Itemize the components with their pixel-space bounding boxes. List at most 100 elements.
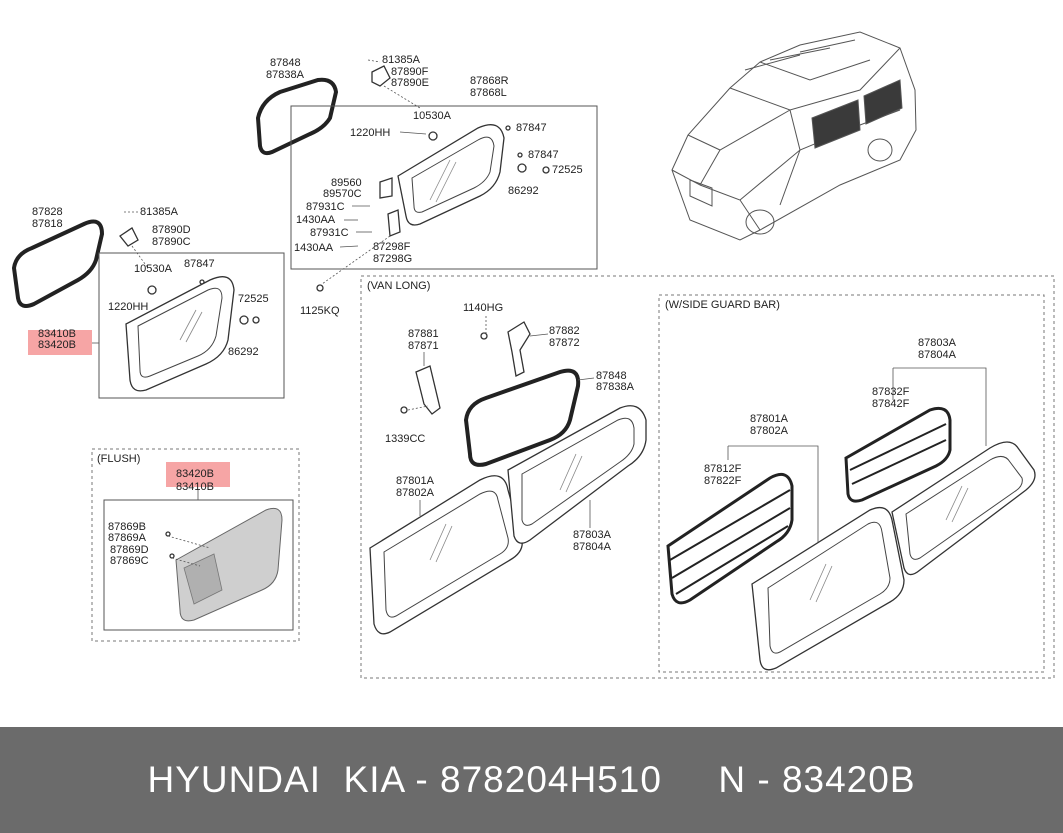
box-left: [98, 252, 285, 399]
cap-72525-top: [542, 166, 550, 174]
label-87869d: 87869D: [110, 544, 149, 556]
label-10530a-top: 10530A: [413, 110, 452, 122]
highlight-83420b-left: [28, 330, 92, 355]
label-87869c: 87869C: [110, 555, 149, 567]
guard-bar-87832f: [844, 406, 952, 503]
label-87931c-b: 87931C: [310, 227, 349, 239]
label-87848-b: 87848: [596, 370, 627, 382]
label-87869a: 87869A: [108, 532, 147, 544]
label-87890d: 87890D: [152, 224, 191, 236]
label-87872: 87872: [549, 337, 580, 349]
box-flush: [91, 448, 300, 642]
label-72525-top: 72525: [552, 164, 583, 176]
label-87848-a: 87848: [270, 57, 301, 69]
nut-86292-left: [239, 315, 249, 325]
label-87298f: 87298F: [373, 241, 411, 253]
seal-87848-top: [255, 77, 339, 156]
label-87881: 87881: [408, 328, 439, 340]
section-flush: (FLUSH): [97, 453, 140, 465]
glass-87803a-guard: [891, 441, 1036, 576]
footer-bar: HYUNDAI KIA - 878204H510 N - 83420B: [0, 727, 1063, 833]
label-87801a-b: 87801A: [750, 413, 789, 425]
footer-part-number: HYUNDAI KIA - 878204H510 N - 83420B: [147, 759, 916, 800]
highlight-83420b-flush: [166, 462, 230, 487]
section-side-guard: (W/SIDE GUARD BAR): [665, 299, 780, 311]
hinge-81385a-left: [119, 211, 149, 269]
label-10530a-left: 10530A: [134, 263, 173, 275]
label-83410b-b: 83410B: [176, 481, 214, 493]
box-flush-inner: [103, 499, 294, 631]
label-87842f: 87842F: [872, 398, 910, 410]
label-87868r: 87868R: [470, 75, 509, 87]
nut-10530a-left: [147, 285, 157, 295]
label-87803a-b: 87803A: [918, 337, 957, 349]
clip-87869d: [169, 553, 175, 559]
seal-87848-van: [463, 368, 581, 467]
label-83420b-b: 83420B: [176, 468, 214, 480]
label-87804a-b: 87804A: [918, 349, 957, 361]
label-87832f: 87832F: [872, 386, 910, 398]
guard-bar-87812f: [666, 472, 794, 605]
label-87890e: 87890E: [391, 77, 429, 89]
bracket-87298f: [387, 209, 401, 237]
label-72525-left: 72525: [238, 293, 269, 305]
label-1339cc: 1339CC: [385, 433, 425, 445]
label-1430aa-a: 1430AA: [296, 214, 336, 226]
clip-87869b: [165, 531, 171, 537]
label-87890c: 87890C: [152, 236, 191, 248]
label-87818: 87818: [32, 218, 63, 230]
label-1220hh-top: 1220HH: [350, 127, 390, 139]
nut-10530a-top: [428, 131, 438, 141]
label-89560: 89560: [331, 177, 362, 189]
van-illustration: [671, 31, 917, 241]
label-81385a-left: 81385A: [140, 206, 179, 218]
label-87871: 87871: [408, 340, 439, 352]
label-87802a-b: 87802A: [750, 425, 789, 437]
box-top-center: [290, 105, 598, 270]
label-87803a-a: 87803A: [573, 529, 612, 541]
hinge-81385a-top: [367, 59, 421, 109]
box-van-long: [360, 275, 1055, 679]
glass-83420b-main: [125, 276, 235, 392]
cap-72525-left: [252, 316, 260, 324]
label-87847-top1: 87847: [516, 122, 547, 134]
screw-1125kq: [316, 284, 324, 292]
label-87804a-a: 87804A: [573, 541, 612, 553]
bracket-87882: [507, 321, 531, 377]
label-83410b-a: 83410B: [38, 328, 76, 340]
label-1140hg: 1140HG: [463, 302, 503, 314]
screw-1140hg: [480, 332, 488, 340]
label-87869b: 87869B: [108, 521, 146, 533]
label-83420b-a: 83420B: [38, 339, 76, 351]
label-81385a-top: 81385A: [382, 54, 421, 66]
bracket-87881: [415, 365, 441, 415]
label-87882: 87882: [549, 325, 580, 337]
label-89570c: 89570C: [323, 188, 362, 200]
label-87847-left: 87847: [184, 258, 215, 270]
glass-87803a-van: [507, 405, 647, 544]
label-87812f: 87812F: [704, 463, 742, 475]
glass-flush: [175, 507, 283, 622]
glass-87868: [397, 124, 505, 226]
pin-87847-top2: [517, 152, 523, 158]
nut-86292-top: [517, 163, 527, 173]
label-87828: 87828: [32, 206, 63, 218]
parts-diagram: 87848 87838A 81385A 87890F 87890E 87868R…: [11, 31, 1055, 679]
label-87801a-a: 87801A: [396, 475, 435, 487]
label-87847-top2: 87847: [528, 149, 559, 161]
label-87838a-b: 87838A: [596, 381, 635, 393]
label-87822f: 87822F: [704, 475, 742, 487]
label-87890f: 87890F: [391, 66, 429, 78]
label-1125kq: 1125KQ: [300, 305, 340, 317]
seal-87828: [11, 219, 105, 308]
label-86292-top: 86292: [508, 185, 539, 197]
label-86292-left: 86292: [228, 346, 259, 358]
glass-87801a-guard: [751, 506, 905, 671]
section-van-long: (VAN LONG): [367, 280, 430, 292]
label-87868l: 87868L: [470, 87, 507, 99]
pin-87847-top1: [505, 125, 511, 131]
screw-1339cc: [400, 406, 408, 414]
box-side-guard: [658, 294, 1045, 673]
bracket-89560: [379, 177, 393, 199]
label-87802a-a: 87802A: [396, 487, 435, 499]
